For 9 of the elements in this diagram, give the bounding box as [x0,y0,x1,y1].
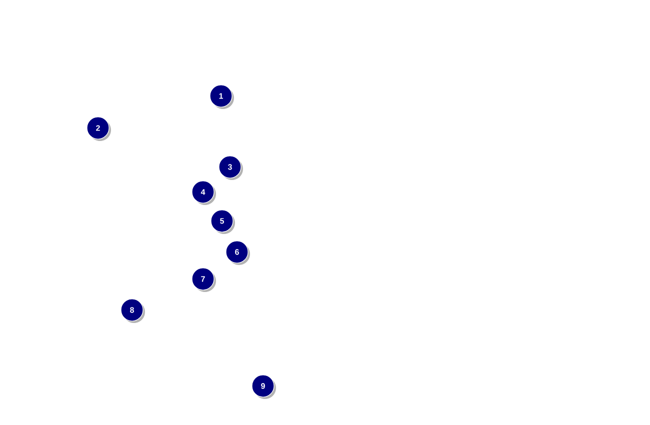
callout-number: 2 [86,116,111,141]
callout-number: 6 [226,240,250,265]
callout-number: 8 [120,298,145,323]
callout-number: 7 [192,268,216,292]
callout-number: 1 [210,84,234,109]
callout-number: 9 [252,374,276,399]
callout-number: 4 [192,180,216,205]
callout-number: 3 [218,156,243,180]
callout-number: 5 [210,210,235,234]
